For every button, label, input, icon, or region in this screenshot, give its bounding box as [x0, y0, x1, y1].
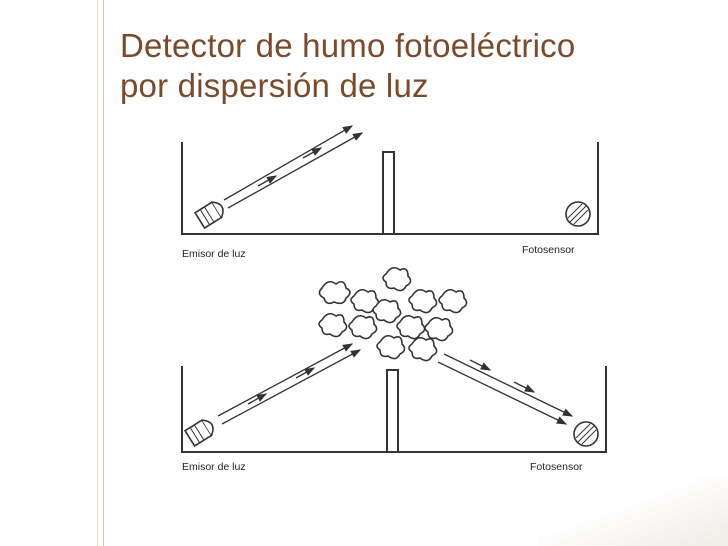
smoke-particle: [372, 298, 402, 324]
top-light-ray: [223, 125, 354, 201]
scattered-light-ray: [437, 361, 568, 425]
smoke-particle: [348, 314, 378, 340]
title-line-1: Detector de humo fotoeléctrico: [120, 27, 576, 64]
accent-line-secondary: [97, 0, 98, 546]
smoke-particle: [318, 312, 348, 338]
smoke-particle: [424, 316, 454, 342]
smoke-particle: [408, 336, 438, 362]
slide-title: Detector de humo fotoeléctrico por dispe…: [120, 26, 710, 106]
smoke-particles: [318, 266, 468, 362]
incident-light-ray: [295, 367, 316, 379]
top-barrier: [382, 151, 395, 235]
smoke-particle: [396, 314, 426, 340]
title-line-2: por dispersión de luz: [120, 67, 429, 104]
scattered-light-ray: [443, 353, 574, 417]
smoke-particle: [376, 334, 406, 360]
incident-light-ray: [217, 343, 354, 417]
accent-line: [103, 0, 104, 546]
scattered-light-ray: [469, 359, 492, 371]
smoke-particle: [382, 266, 412, 292]
bottom-diagram: Emisor de luz Fotosensor: [181, 266, 607, 473]
bottom-emitter: [183, 419, 214, 448]
bottom-sensor-label: Fotosensor: [530, 461, 583, 473]
top-sensor-label: Fotosensor: [522, 244, 575, 256]
top-emitter-label: Emisor de luz: [182, 248, 246, 260]
smoke-particle: [408, 288, 438, 314]
top-light-ray: [227, 132, 364, 209]
bottom-barrier: [386, 369, 399, 453]
top-diagram: Emisor de luz Fotosensor: [181, 125, 599, 260]
bottom-sensor: [573, 421, 599, 447]
smoke-particle: [318, 280, 351, 305]
top-sensor: [565, 201, 591, 227]
top-light-ray: [302, 147, 323, 159]
bottom-emitter-label: Emisor de luz: [182, 461, 246, 473]
incident-light-ray: [247, 393, 268, 405]
top-light-ray: [257, 175, 278, 187]
smoke-particle: [438, 288, 468, 314]
top-emitter: [193, 201, 224, 230]
scattered-light-ray: [513, 381, 536, 393]
corner-shade: [538, 476, 728, 546]
incident-light-ray: [221, 349, 362, 425]
